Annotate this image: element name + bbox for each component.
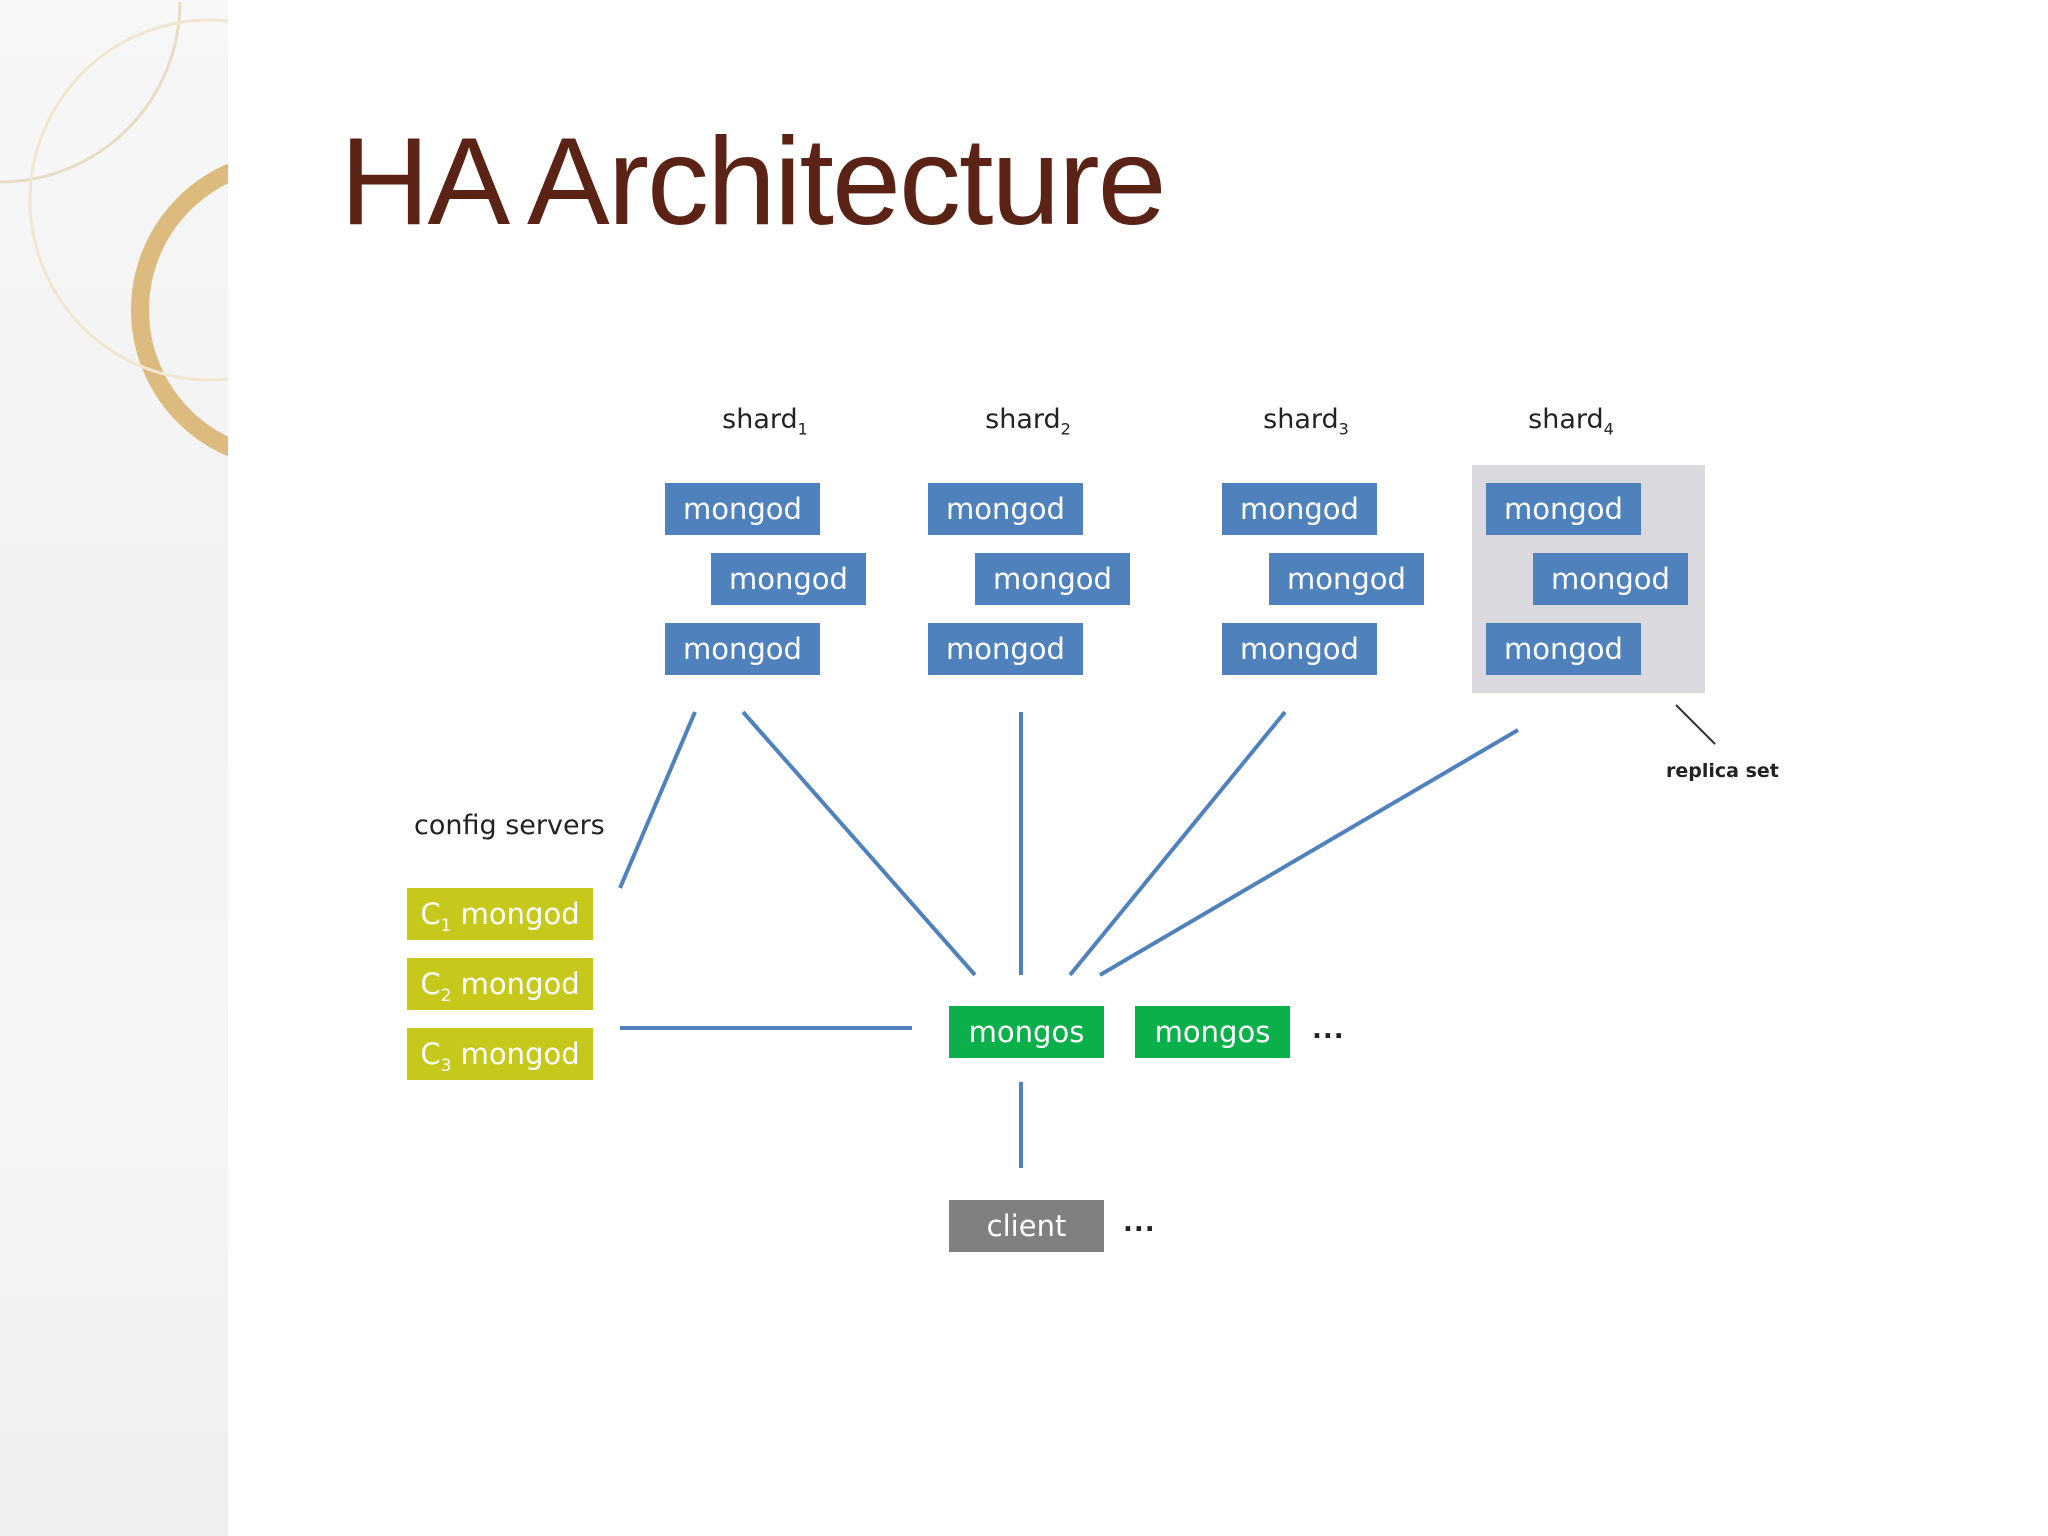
shard-1-mongod-1[interactable]: mongod <box>665 483 820 535</box>
shard-2-mongod-3[interactable]: mongod <box>928 623 1083 675</box>
shard-4-label: shard4 <box>1528 404 1614 439</box>
mongos-router-2[interactable]: mongos <box>1135 1006 1290 1058</box>
replica-set-label: replica set <box>1666 760 1779 782</box>
config-server-3[interactable]: C3 mongod <box>407 1028 593 1080</box>
connector-shard4-mongos <box>1098 728 1520 977</box>
config-servers-label: config servers <box>414 810 605 841</box>
shard-2-label: shard2 <box>985 404 1071 439</box>
shard-4-mongod-3[interactable]: mongod <box>1486 623 1641 675</box>
shard-3-mongod-1[interactable]: mongod <box>1222 483 1377 535</box>
connector-shard1-mongos <box>741 710 977 977</box>
shard-1-mongod-2[interactable]: mongod <box>711 553 866 605</box>
decorative-arcs <box>0 1 228 457</box>
shard-3-mongod-3[interactable]: mongod <box>1222 623 1377 675</box>
shard-3-label: shard3 <box>1263 404 1349 439</box>
connector-shard3-mongos <box>1068 710 1287 977</box>
shard-2-mongod-2[interactable]: mongod <box>975 553 1130 605</box>
more-clients-ellipsis: ... <box>1123 1208 1156 1238</box>
client-node[interactable]: client <box>949 1200 1104 1252</box>
shard-3-mongod-2[interactable]: mongod <box>1269 553 1424 605</box>
slide-title: HA Architecture <box>340 113 1167 251</box>
shard-4-mongod-2[interactable]: mongod <box>1533 553 1688 605</box>
config-server-1[interactable]: C1 mongod <box>407 888 593 940</box>
replica-set-pointer <box>1675 704 1716 745</box>
mongos-router-1[interactable]: mongos <box>949 1006 1104 1058</box>
shard-1-label: shard1 <box>722 404 808 439</box>
shard-4-mongod-1[interactable]: mongod <box>1486 483 1641 535</box>
config-server-2[interactable]: C2 mongod <box>407 958 593 1010</box>
connector-shard1-config <box>618 711 697 889</box>
shard-1-mongod-3[interactable]: mongod <box>665 623 820 675</box>
decorative-side-panel <box>0 0 228 1536</box>
more-routers-ellipsis: ... <box>1312 1015 1345 1045</box>
shard-2-mongod-1[interactable]: mongod <box>928 483 1083 535</box>
